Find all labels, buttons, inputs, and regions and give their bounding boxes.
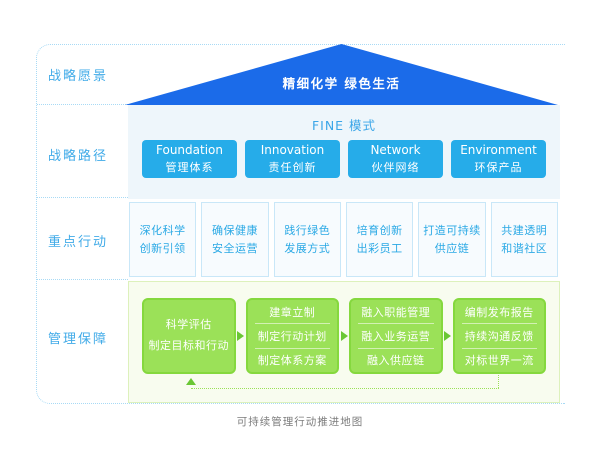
pillar-innovation: Innovation 责任创新 <box>245 140 340 178</box>
step-line: 融入供应链 <box>358 347 434 372</box>
action-line: 和谐社区 <box>501 241 548 255</box>
step-integrate: 融入职能管理 融入业务运营 融入供应链 <box>349 298 443 374</box>
pillar-cn-label: 伙伴网络 <box>371 160 420 174</box>
row-label-management-guarantee: 管理保障 <box>48 332 109 347</box>
action-line: 确保健康 <box>211 223 258 237</box>
pillar-en-label: Foundation <box>156 143 223 158</box>
pillar-network: Network 伙伴网络 <box>348 140 443 178</box>
feedback-line <box>191 388 499 389</box>
action-card: 确保健康 安全运营 <box>201 202 269 277</box>
row-divider <box>37 197 128 198</box>
pillar-cn-label: 环保产品 <box>474 160 523 174</box>
row-divider <box>37 104 128 105</box>
step-line: 科学评估 <box>165 318 212 332</box>
step-assess: 科学评估 制定目标和行动 <box>142 298 236 374</box>
step-line: 制定体系方案 <box>254 347 330 372</box>
feedback-arrow-up-icon <box>186 378 196 385</box>
row-label-strategic-vision: 战略愿景 <box>48 69 109 84</box>
action-line: 打造可持续 <box>423 223 481 237</box>
step-line: 建章立制 <box>269 305 316 319</box>
fine-model-title: FINE 模式 <box>311 118 377 133</box>
step-line: 编制发布报告 <box>464 305 534 319</box>
action-card: 打造可持续 供应链 <box>418 202 486 277</box>
pillar-environment: Environment 环保产品 <box>451 140 546 178</box>
action-line: 供应链 <box>434 241 470 255</box>
action-card: 深化科学 创新引领 <box>129 202 197 277</box>
action-line: 深化科学 <box>139 223 186 237</box>
action-line: 安全运营 <box>211 241 258 255</box>
pillar-cn-label: 管理体系 <box>165 160 214 174</box>
action-line: 出彩员工 <box>356 241 403 255</box>
pillar-cn-label: 责任创新 <box>268 160 317 174</box>
flow-arrow-right-icon <box>443 331 453 341</box>
strategic-path-panel: FINE 模式 Foundation 管理体系 Innovation 责任创新 … <box>128 105 560 199</box>
step-line: 融入业务运营 <box>358 323 434 347</box>
step-line: 制定目标和行动 <box>148 339 229 352</box>
row-label-strategic-path: 战略路径 <box>48 149 109 164</box>
action-line: 培育创新 <box>356 223 403 237</box>
diagram-caption: 可持续管理行动推进地图 <box>236 416 364 428</box>
step-line: 融入职能管理 <box>361 305 431 319</box>
diagram-outer-frame <box>36 44 565 404</box>
key-actions-row: 深化科学 创新引领 确保健康 安全运营 践行绿色 发展方式 培育创新 出彩员工 … <box>129 202 558 277</box>
pillar-en-label: Innovation <box>260 143 325 158</box>
row-label-key-actions: 重点行动 <box>48 235 109 250</box>
action-line: 发展方式 <box>284 241 331 255</box>
pillar-foundation: Foundation 管理体系 <box>142 140 237 178</box>
feedback-line <box>498 375 499 388</box>
step-establish: 建章立制 制定行动计划 制定体系方案 <box>245 298 339 374</box>
flow-arrow-right-icon <box>339 331 349 341</box>
management-guarantee-panel: 科学评估 制定目标和行动 建章立制 制定行动计划 制定体系方案 融入职能管理 融… <box>128 281 560 403</box>
action-card: 践行绿色 发展方式 <box>273 202 341 277</box>
row-divider <box>37 279 128 280</box>
action-line: 创新引领 <box>139 241 186 255</box>
step-line: 对标世界一流 <box>461 347 537 372</box>
step-line: 制定行动计划 <box>254 323 330 347</box>
flow-arrow-right-icon <box>236 331 246 341</box>
governance-steps-row: 科学评估 制定目标和行动 建章立制 制定行动计划 制定体系方案 融入职能管理 融… <box>142 298 546 374</box>
pillar-en-label: Environment <box>460 143 537 158</box>
step-line: 持续沟通反馈 <box>461 323 537 347</box>
action-line: 共建透明 <box>501 223 548 237</box>
pillar-en-label: Network <box>370 143 421 158</box>
action-card: 共建透明 和谐社区 <box>490 202 558 277</box>
pillars-row: Foundation 管理体系 Innovation 责任创新 Network … <box>142 140 546 178</box>
action-line: 践行绿色 <box>284 223 331 237</box>
vision-slogan: 精细化学 绿色生活 <box>282 76 401 91</box>
step-report: 编制发布报告 持续沟通反馈 对标世界一流 <box>452 298 546 374</box>
action-card: 培育创新 出彩员工 <box>345 202 414 277</box>
